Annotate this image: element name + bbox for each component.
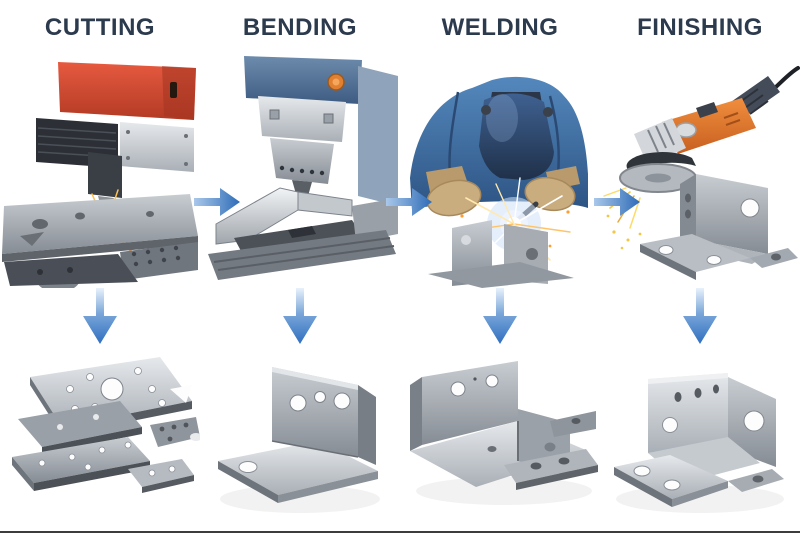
cut-strip-small: [128, 458, 194, 493]
press-brake-frame: [244, 56, 398, 206]
stage-title-welding: WELDING: [441, 14, 559, 41]
right-arrow-icon: [386, 188, 432, 216]
welded-bracket-assembly-illustration: [410, 360, 598, 505]
finished-bracket: [614, 372, 784, 507]
result-images-row: [0, 346, 800, 531]
welded-assembly: [410, 360, 598, 490]
stage-headings: CUTTING BENDING WELDING FINISHING: [0, 0, 800, 56]
down-arrows-row: [0, 288, 800, 346]
laser-cutting-machine-illustration: [2, 62, 198, 288]
cutting-process-cell: [0, 56, 200, 288]
process-images-row: [0, 56, 800, 288]
down-arrow-icon: [83, 288, 117, 344]
cut-piece-right: [150, 416, 200, 447]
welding-result-cell: [400, 346, 600, 531]
down-arrow-icon: [283, 288, 317, 344]
bent-bracket: [218, 366, 378, 503]
cut-plate-mid: [18, 400, 142, 454]
angle-grinder: [619, 66, 800, 193]
cut-plate-long: [12, 436, 150, 491]
bracket-being-finished: [640, 174, 798, 280]
bending-result-cell: [200, 346, 400, 531]
cut-sheet-metal: [2, 194, 198, 288]
welder-welding-bracket-illustration: [410, 76, 588, 288]
right-arrow-icon: [594, 188, 640, 216]
stage-title-finishing: FINISHING: [637, 14, 763, 41]
finishing-process-cell: [600, 56, 800, 288]
press-ram: [258, 96, 346, 196]
workpiece-bracket: [428, 220, 574, 288]
finished-metal-bracket-illustration: [614, 372, 784, 513]
right-arrow-icon: [194, 188, 240, 216]
down-arrow-icon: [483, 288, 517, 344]
stage-title-cutting: CUTTING: [44, 14, 156, 41]
down-arrow-icon: [683, 288, 717, 344]
bent-metal-bracket-illustration: [218, 366, 380, 513]
cut-flat-metal-plates-illustration: [12, 356, 200, 493]
bent-sheet-on-die: [208, 187, 398, 280]
welding-helmet: [479, 92, 554, 180]
angle-grinder-finishing-illustration: [603, 66, 800, 280]
press-brake-bending-illustration: [208, 56, 398, 280]
bending-process-cell: [200, 56, 400, 288]
cutting-result-cell: [0, 346, 200, 531]
finishing-result-cell: [600, 346, 800, 531]
welding-process-cell: [400, 56, 600, 288]
stage-title-bending: BENDING: [242, 14, 358, 41]
